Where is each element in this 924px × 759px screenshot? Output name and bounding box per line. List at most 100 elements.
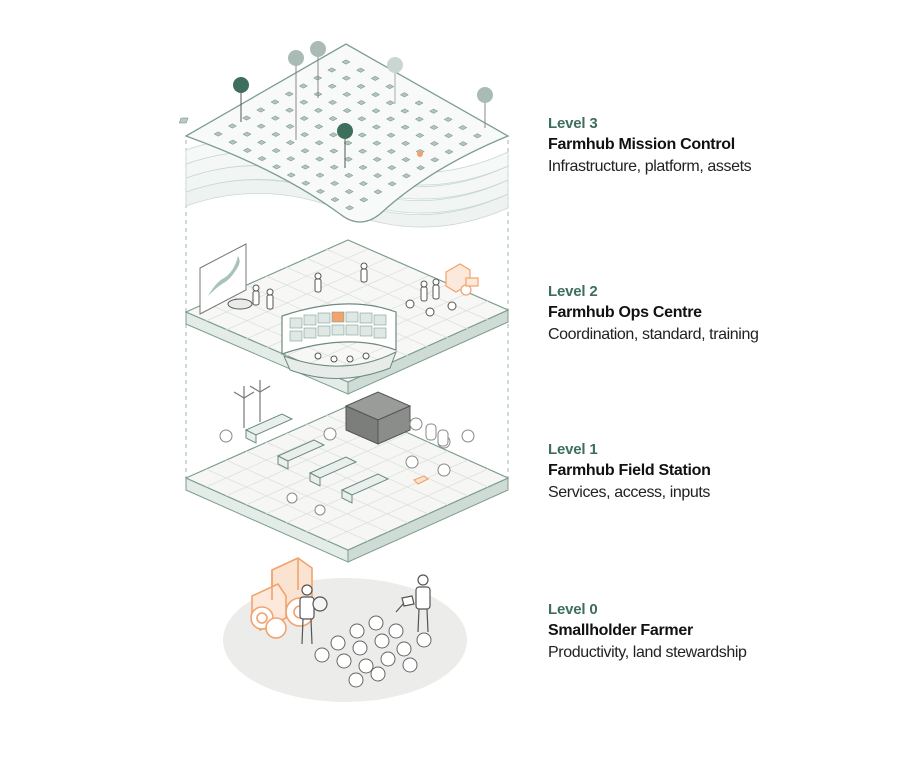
field-plot — [400, 108, 410, 114]
level-description: Coordination, standard, training — [548, 326, 759, 343]
field-plot — [286, 172, 296, 178]
level-1-label: Level 1 Farmhub Field Station Services, … — [548, 439, 908, 504]
field-plot — [342, 108, 352, 114]
field-plot — [345, 205, 355, 211]
orange-vehicle — [412, 475, 430, 485]
field-plot — [314, 140, 324, 146]
field-plots — [178, 117, 189, 124]
field-plot — [341, 75, 351, 81]
field-plot — [227, 123, 237, 129]
level-description: Infrastructure, platform, assets — [548, 158, 752, 175]
field-plot — [313, 107, 323, 113]
field-plot — [256, 123, 266, 129]
field-plot — [357, 132, 367, 138]
ops-room-icon — [281, 303, 397, 380]
level-description: Services, access, inputs — [548, 484, 711, 501]
field-plot — [444, 149, 454, 155]
field-plot — [285, 107, 295, 113]
field-plot — [387, 181, 397, 187]
field-plot — [371, 108, 381, 114]
level-description: Productivity, land stewardship — [548, 644, 747, 661]
field-plot — [472, 133, 482, 139]
field-plot — [300, 148, 310, 154]
field-plot — [286, 156, 296, 162]
level-number: Level 2 — [548, 283, 598, 300]
field-plot — [271, 148, 281, 154]
field-plot — [356, 83, 366, 89]
field-plot — [356, 67, 366, 73]
field-plot — [344, 189, 354, 195]
team-meeting-icon — [227, 262, 457, 317]
level-number: Level 1 — [548, 441, 598, 458]
level-title: Farmhub Field Station — [548, 462, 711, 479]
farmer-with-basket-icon — [299, 584, 328, 645]
field-plot — [328, 132, 338, 138]
field-plot — [270, 115, 280, 121]
level-2-label: Level 2 Farmhub Ops Centre Coordination,… — [548, 281, 908, 346]
field-plot — [401, 173, 411, 179]
level-0-label: Level 0 Smallholder Farmer Productivity,… — [548, 599, 908, 664]
field-plot — [430, 157, 440, 163]
field-plot — [385, 84, 395, 90]
field-plot — [458, 141, 468, 147]
level-title: Smallholder Farmer — [548, 622, 693, 639]
field-plot — [344, 172, 354, 178]
level-1-platform — [184, 380, 510, 563]
level-3-label: Level 3 Farmhub Mission Control Infrastr… — [548, 113, 908, 178]
field-plot — [300, 164, 310, 170]
level-number: Level 3 — [548, 115, 598, 132]
field-plot — [299, 99, 309, 105]
field-plot — [272, 164, 282, 170]
field-plot — [314, 124, 324, 130]
field-plot — [387, 165, 397, 171]
field-plot — [371, 92, 381, 98]
field-plot — [372, 140, 382, 146]
field-plot — [301, 180, 311, 186]
field-plot — [400, 124, 410, 130]
field-plot — [270, 99, 280, 105]
field-plot — [299, 115, 309, 121]
field-plot — [358, 181, 368, 187]
field-plot — [429, 124, 439, 130]
field-plot — [330, 180, 340, 186]
field-plot — [359, 197, 369, 203]
field-plot — [328, 116, 338, 122]
field-plot — [284, 91, 294, 97]
field-plot — [443, 116, 453, 122]
field-plot — [372, 156, 382, 162]
field-plot — [285, 123, 295, 129]
field-plot — [444, 133, 454, 139]
field-plot — [329, 148, 339, 154]
field-plot — [315, 172, 325, 178]
field-plot — [373, 189, 383, 195]
orange-machine-icon — [445, 263, 479, 296]
field-plot — [356, 100, 366, 106]
map-board-icon — [199, 243, 247, 315]
field-plot — [429, 141, 439, 147]
field-plot — [228, 139, 238, 145]
field-plot — [300, 132, 310, 138]
field-plot — [257, 156, 267, 162]
map-markers — [233, 41, 493, 168]
field-plot — [242, 147, 252, 153]
field-plot — [343, 140, 353, 146]
field-station-icon — [244, 413, 390, 504]
field-plot — [458, 125, 468, 131]
field-plot — [414, 116, 424, 122]
field-plot — [401, 157, 411, 163]
field-plot — [386, 132, 396, 138]
field-plot — [416, 165, 426, 171]
level-title: Farmhub Ops Centre — [548, 304, 702, 321]
field-plot — [213, 131, 223, 137]
level-3-layers — [178, 41, 510, 228]
field-plot — [370, 75, 380, 81]
wind-turbine-icon — [233, 380, 271, 428]
field-plot — [358, 164, 368, 170]
field-plot — [315, 188, 325, 194]
field-plot — [386, 148, 396, 154]
field-plot — [373, 173, 383, 179]
field-plot — [298, 83, 308, 89]
field-plot — [341, 59, 351, 65]
field-plot — [285, 140, 295, 146]
field-plot — [429, 108, 439, 114]
